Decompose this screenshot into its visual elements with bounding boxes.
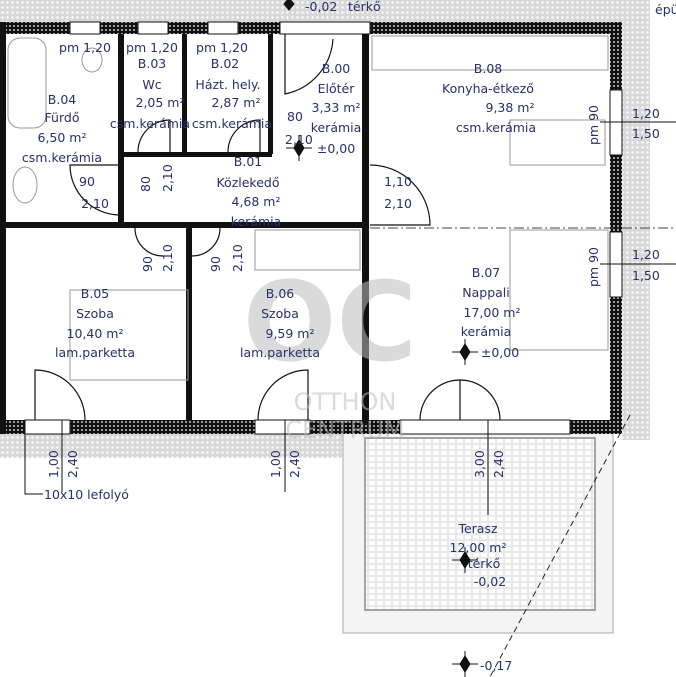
fixtures <box>7 35 609 381</box>
window-dim: 2,40 <box>491 450 506 478</box>
svg-text:B.07: B.07 <box>472 265 500 280</box>
window-dim: 3,00 <box>472 450 487 478</box>
svg-text:csm.kerámia: csm.kerámia <box>456 120 536 135</box>
room-b07: B.07 Nappali 17,00 m² kerámia ±0,00 <box>461 265 521 360</box>
room-b02: B.02 Házt. hely. 2,87 m² csm.kerámia <box>192 56 272 131</box>
svg-text:9,38 m²: 9,38 m² <box>486 100 535 115</box>
window-dim: 1,50 <box>632 126 660 141</box>
svg-text:kerámia: kerámia <box>231 214 282 229</box>
door-swings <box>34 34 501 421</box>
door-dim: 90 <box>140 256 155 272</box>
window-dim: 1,50 <box>632 268 660 283</box>
svg-text:17,00 m²: 17,00 m² <box>464 305 521 320</box>
svg-text:csm.kerámia: csm.kerámia <box>22 150 102 165</box>
svg-text:Előtér: Előtér <box>318 81 356 96</box>
door-dim: 2,10 <box>160 164 175 192</box>
dim-lines <box>24 121 676 515</box>
window-dim: pm 90 <box>586 247 601 287</box>
svg-text:B.08: B.08 <box>474 61 503 76</box>
room-b01: B.01 Közlekedő 4,68 m² kerámia <box>216 154 281 229</box>
door-dim: 2,10 <box>384 196 412 211</box>
door-dim: 90 <box>79 174 95 189</box>
svg-text:B.04: B.04 <box>48 92 77 107</box>
svg-text:3,33 m²: 3,33 m² <box>312 100 361 115</box>
door-dim: 2,10 <box>285 132 313 147</box>
top-right-label: épü <box>655 2 676 17</box>
svg-text:térkő: térkő <box>468 556 501 571</box>
svg-text:B.01: B.01 <box>234 154 262 169</box>
svg-text:B.06: B.06 <box>266 286 295 301</box>
svg-text:6,50 m²: 6,50 m² <box>38 130 87 145</box>
svg-text:±0,00: ±0,00 <box>481 345 519 360</box>
outside-level: -0,17 <box>480 658 512 673</box>
top-paving: térkő <box>348 0 381 14</box>
level-marker-icon <box>283 0 478 677</box>
svg-text:Házt. hely.: Házt. hely. <box>195 77 260 92</box>
svg-text:OTTHON: OTTHON <box>294 388 397 416</box>
door-dim: 2,10 <box>160 244 175 272</box>
svg-text:Wc: Wc <box>142 77 161 92</box>
window-dim: 1,00 <box>268 450 283 478</box>
svg-text:csm.kerámia: csm.kerámia <box>110 116 190 131</box>
svg-text:kerámia: kerámia <box>461 324 512 339</box>
room-b03: B.03 Wc 2,05 m² csm.kerámia <box>110 56 190 131</box>
door-dim: 80 <box>287 109 303 124</box>
svg-text:CENTRUM: CENTRUM <box>285 416 404 444</box>
svg-text:±0,00: ±0,00 <box>317 141 355 156</box>
svg-text:B.03: B.03 <box>138 56 166 71</box>
svg-text:10,40 m²: 10,40 m² <box>67 326 124 341</box>
svg-text:B.05: B.05 <box>81 286 109 301</box>
svg-text:2,87 m²: 2,87 m² <box>212 95 261 110</box>
door-dim: 1,10 <box>384 174 412 189</box>
window-dim: 1,00 <box>46 450 61 478</box>
svg-text:OC: OC <box>243 258 417 386</box>
door-dim: 80 <box>138 176 153 192</box>
svg-text:lam.parketta: lam.parketta <box>240 345 320 360</box>
door-dim: 90 <box>208 256 223 272</box>
parapet-label: pm 1,20 <box>126 40 178 55</box>
svg-text:9,59 m²: 9,59 m² <box>266 326 315 341</box>
svg-text:Terasz: Terasz <box>457 521 498 536</box>
room-b00: B.00 Előtér 3,33 m² kerámia ±0,00 <box>311 61 362 156</box>
svg-text:B.00: B.00 <box>322 61 351 76</box>
window-dim: pm 90 <box>586 105 601 145</box>
parapet-label: pm 1,20 <box>196 40 248 55</box>
svg-text:Szoba: Szoba <box>261 306 299 321</box>
svg-text:2,05 m²: 2,05 m² <box>136 95 185 110</box>
terrace-label: Terasz 12,00 m² térkő -0,02 <box>450 521 507 589</box>
svg-text:12,00 m²: 12,00 m² <box>450 540 507 555</box>
top-level: -0,02 <box>305 0 337 14</box>
svg-text:lam.parketta: lam.parketta <box>55 345 135 360</box>
drain-note: 10x10 lefolyó <box>44 487 129 502</box>
window-dim: 1,20 <box>632 106 660 121</box>
window-dim: 2,40 <box>287 450 302 478</box>
room-b08: B.08 Konyha-étkező 9,38 m² csm.kerámia <box>442 61 536 135</box>
window-dim: 1,20 <box>632 247 660 262</box>
terrace <box>342 414 631 677</box>
svg-text:csm.kerámia: csm.kerámia <box>192 116 272 131</box>
inner-walls <box>0 34 369 424</box>
pavement <box>0 0 650 458</box>
room-b05: B.05 Szoba 10,40 m² lam.parketta <box>55 286 135 360</box>
svg-text:Nappali: Nappali <box>462 285 510 300</box>
svg-text:-0,02: -0,02 <box>474 574 506 589</box>
room-b06: B.06 Szoba 9,59 m² lam.parketta <box>240 286 320 360</box>
door-dim: 2,10 <box>81 196 109 211</box>
svg-text:Konyha-étkező: Konyha-étkező <box>442 81 534 96</box>
parapet-label: pm 1,20 <box>59 40 111 55</box>
watermark-logo: OC OTTHON CENTRUM <box>243 258 417 444</box>
door-dim: 2,10 <box>230 244 245 272</box>
room-b04: B.04 Fürdő 6,50 m² csm.kerámia <box>22 92 102 165</box>
svg-text:Szoba: Szoba <box>76 306 114 321</box>
svg-text:Fürdő: Fürdő <box>45 110 80 125</box>
window-dim: 2,40 <box>65 450 80 478</box>
svg-text:4,68 m²: 4,68 m² <box>232 194 281 209</box>
svg-text:B.02: B.02 <box>211 56 239 71</box>
svg-text:kerámia: kerámia <box>311 120 362 135</box>
svg-text:Közlekedő: Közlekedő <box>216 175 279 190</box>
